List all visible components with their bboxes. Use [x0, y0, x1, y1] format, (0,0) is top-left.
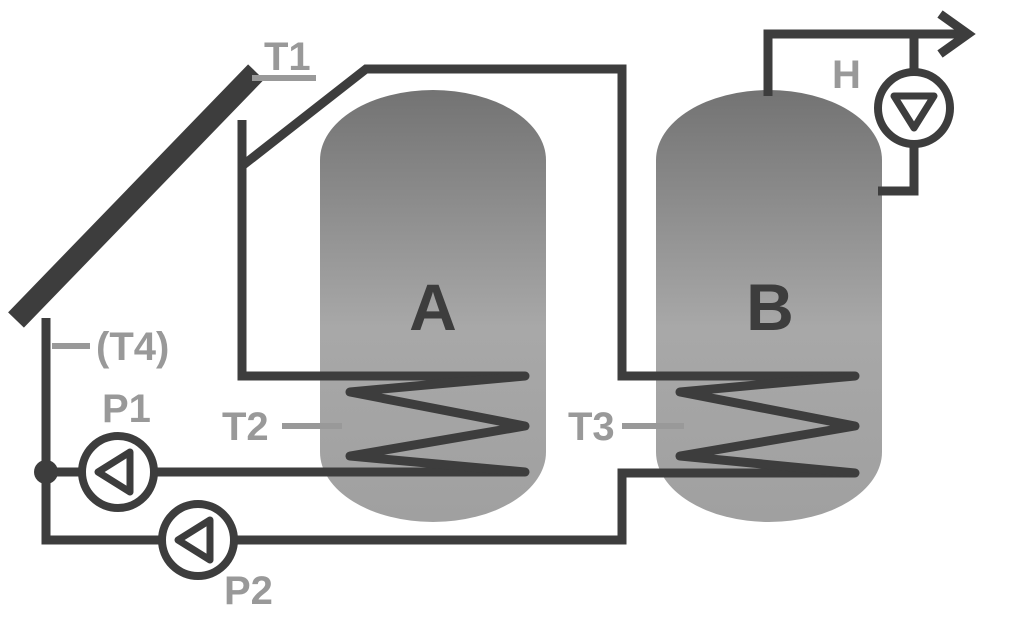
- pump-p1-arrow-icon: [94, 448, 134, 496]
- sensor-t1-label: T1: [264, 35, 311, 79]
- tank-a-coil: [345, 371, 530, 477]
- pump-h-arrow-icon: [890, 92, 938, 132]
- pump-p1-label: P1: [102, 387, 151, 431]
- diagonal-supply-pipe: [239, 64, 855, 381]
- sensor-t4-label: (T4): [96, 325, 169, 369]
- solar-collector: [8, 64, 264, 328]
- pump-h[interactable]: [874, 68, 954, 148]
- tank-a: [320, 90, 546, 522]
- pump-p2-label: P2: [224, 569, 273, 613]
- sensor-t2-label: T2: [222, 405, 269, 449]
- tank-b-coil: [675, 371, 860, 478]
- pump-p2[interactable]: [158, 500, 238, 580]
- tank-a-label: A: [409, 270, 457, 344]
- tank-b: [656, 90, 882, 522]
- pump-p1[interactable]: [78, 432, 158, 512]
- tank-b-label: B: [746, 270, 794, 344]
- pump-p2-arrow-icon: [174, 516, 214, 564]
- sensor-t3-label: T3: [568, 405, 615, 449]
- junction-dot: [34, 460, 58, 484]
- collector-supply-pipe: [237, 120, 525, 381]
- pump-h-label: H: [832, 53, 861, 97]
- outlet-arrow: [937, 10, 976, 58]
